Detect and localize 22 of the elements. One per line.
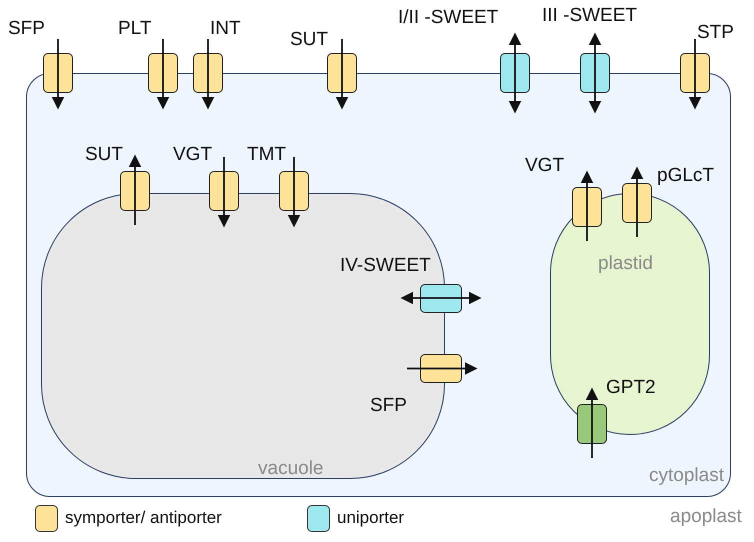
transporter-label: SFP	[370, 395, 407, 417]
transporter-label: TMT	[247, 144, 286, 166]
transporter-label: INT	[210, 18, 241, 40]
transporter-label: SFP	[8, 18, 45, 40]
transporter-label: pGLcT	[657, 165, 714, 187]
region-label: plastid	[598, 253, 653, 275]
transporter-label: VGT	[173, 144, 212, 166]
transporter-label: STP	[697, 22, 734, 44]
cell-membrane	[26, 73, 731, 497]
transporter-label: IV-SWEET	[340, 255, 431, 277]
transporter-label: SUT	[85, 144, 123, 166]
region-label: apoplast	[670, 506, 742, 528]
legend-label: symporter/ antiporter	[65, 507, 222, 529]
transporter-label: VGT	[525, 155, 564, 177]
transporter-label: I/II -SWEET	[398, 7, 498, 29]
transporter-label: SUT	[290, 29, 328, 51]
legend-label: uniporter	[337, 507, 404, 529]
region-label: vacuole	[258, 458, 324, 480]
region-label: cytoplast	[649, 465, 724, 487]
transporter-label: GPT2	[606, 377, 656, 399]
transporter-label: III -SWEET	[542, 5, 637, 27]
transporter-label: PLT	[118, 18, 152, 40]
